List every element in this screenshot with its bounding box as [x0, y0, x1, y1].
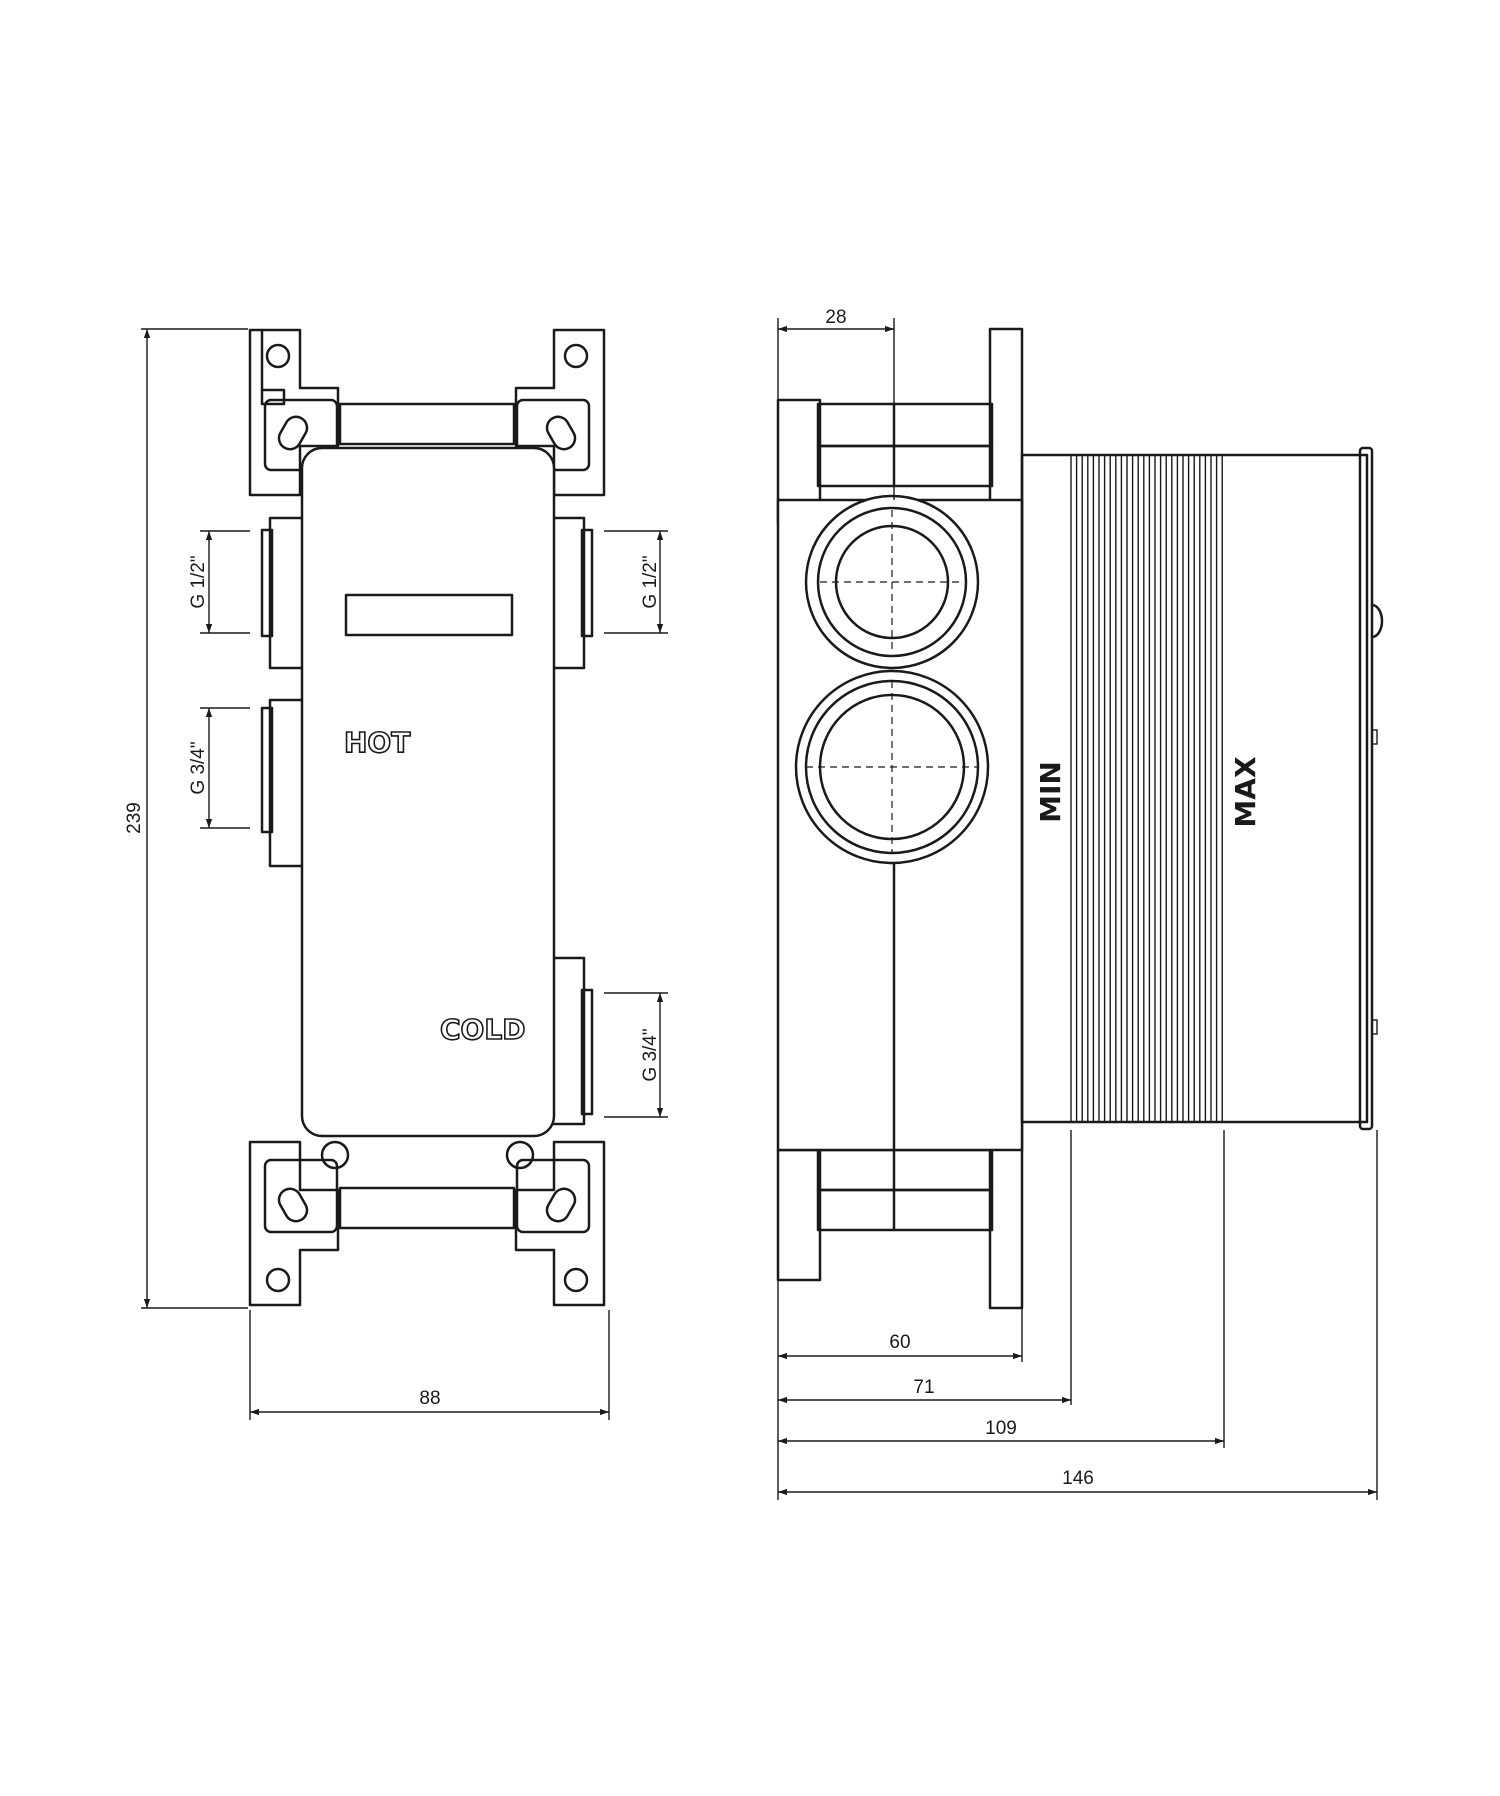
front-body	[300, 446, 556, 1138]
max-label: MAX	[1229, 756, 1262, 828]
label-window	[344, 593, 514, 637]
hot-label: HOT	[344, 726, 410, 759]
thread-right-lower: G 3/4"	[640, 1028, 661, 1081]
dim-71: 71	[913, 1377, 934, 1398]
threaded-sleeve	[1020, 446, 1384, 1131]
side-dimensions: 28 60 71 109 146	[777, 307, 1378, 1500]
dim-146: 146	[1062, 1468, 1094, 1489]
dim-width: 88	[419, 1388, 440, 1409]
dim-109: 109	[985, 1418, 1017, 1439]
front-view: HOT COLD	[248, 328, 606, 1307]
dim-28: 28	[825, 307, 846, 328]
bottom-bracket	[248, 1140, 606, 1307]
side-view: MIN MAX	[776, 327, 1384, 1310]
thread-left-upper: G 1/2"	[188, 555, 209, 608]
dim-height: 239	[124, 802, 145, 834]
side-ports	[794, 494, 990, 865]
thread-left-lower: G 3/4"	[188, 741, 209, 794]
dim-60: 60	[889, 1332, 910, 1353]
min-label: MIN	[1034, 761, 1067, 823]
cold-label: COLD	[440, 1013, 525, 1046]
thread-right-upper: G 1/2"	[640, 555, 661, 608]
front-dimensions: 239 88 G 1/2" G 3/4" G 1/2" G 3/4"	[124, 328, 668, 1420]
